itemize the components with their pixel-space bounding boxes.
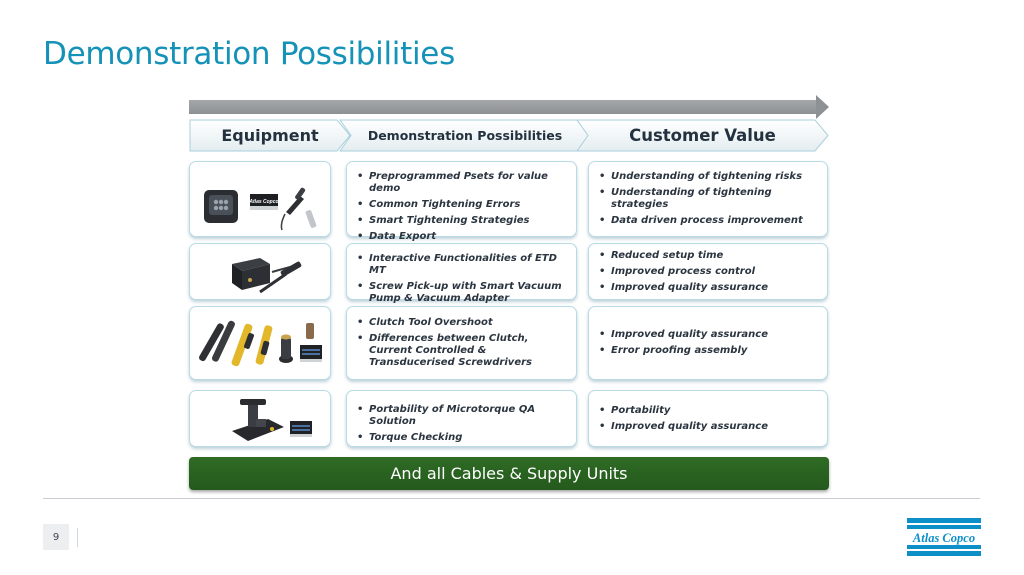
- list-item: Differences between Clutch, Current Cont…: [355, 333, 568, 369]
- qa-solution-image: [232, 399, 312, 441]
- header-customer-label: Customer Value: [629, 126, 776, 145]
- page-number-separator: [77, 528, 78, 547]
- controller-kit-image: Atlas Copco: [204, 187, 317, 231]
- list-item: Error proofing assembly: [597, 345, 768, 357]
- demo-card-3: Clutch Tool Overshoot Differences betwee…: [346, 306, 577, 380]
- chevron-shape: [576, 119, 829, 152]
- header-demo-label: Demonstration Possibilities: [367, 128, 563, 143]
- equipment-card-qa-solution: [189, 390, 331, 447]
- atlas-copco-logo: Atlas Copco: [907, 518, 981, 556]
- list-item: Portability: [597, 405, 768, 417]
- list-item: Smart Tightening Strategies: [355, 215, 568, 227]
- equipment-card-controller-kit: Atlas Copco: [189, 161, 331, 237]
- list-item: Data driven process improvement: [597, 215, 819, 227]
- page-title: Demonstration Possibilities: [43, 36, 455, 72]
- screwdrivers-image: [199, 320, 322, 367]
- equipment-card-screwdrivers: [189, 306, 331, 380]
- list-item: Improved process control: [597, 266, 768, 278]
- list-item: Understanding of tightening risks: [597, 171, 819, 183]
- demo-card-2: Interactive Functionalities of ETD MT Sc…: [346, 243, 577, 304]
- list-item: Torque Checking: [355, 432, 568, 444]
- svg-text:Atlas Copco: Atlas Copco: [248, 199, 278, 205]
- header-demo: Demonstration Possibilities: [339, 119, 591, 152]
- process-arrow-head: [816, 95, 829, 119]
- list-item: Improved quality assurance: [597, 421, 768, 433]
- list-item: Screw Pick-up with Smart Vacuum Pump & V…: [355, 281, 568, 305]
- list-item: Portability of Microtorque QA Solution: [355, 404, 568, 428]
- customer-card-2: Reduced setup time Improved process cont…: [588, 243, 828, 300]
- svg-text:Atlas Copco: Atlas Copco: [912, 531, 975, 545]
- list-item: Interactive Functionalities of ETD MT: [355, 253, 568, 277]
- customer-card-1: Understanding of tightening risks Unders…: [588, 161, 828, 237]
- list-item: Understanding of tightening strategies: [597, 187, 819, 211]
- page-number: 9: [43, 524, 69, 550]
- customer-card-3: Improved quality assurance Error proofin…: [588, 306, 828, 380]
- process-arrow-shaft: [189, 100, 817, 114]
- demo-card-4: Portability of Microtorque QA Solution T…: [346, 390, 577, 447]
- cables-supply-banner: And all Cables & Supply Units: [189, 457, 829, 490]
- footer-divider: [43, 498, 980, 499]
- equipment-card-vacuum-pump: [189, 243, 331, 300]
- customer-card-4: Portability Improved quality assurance: [588, 390, 828, 447]
- demo-card-1: Preprogrammed Psets for value demo Commo…: [346, 161, 577, 243]
- chevron-shape: [189, 119, 351, 152]
- header-equipment-label: Equipment: [221, 126, 319, 145]
- list-item: Improved quality assurance: [597, 329, 768, 341]
- header-customer: Customer Value: [576, 119, 829, 152]
- list-item: Improved quality assurance: [597, 282, 768, 294]
- list-item: Preprogrammed Psets for value demo: [355, 171, 568, 195]
- list-item: Reduced setup time: [597, 250, 768, 262]
- list-item: Data Export: [355, 231, 568, 243]
- header-equipment: Equipment: [189, 119, 351, 152]
- vacuum-pump-image: [232, 258, 302, 294]
- list-item: Common Tightening Errors: [355, 199, 568, 211]
- list-item: Clutch Tool Overshoot: [355, 317, 568, 329]
